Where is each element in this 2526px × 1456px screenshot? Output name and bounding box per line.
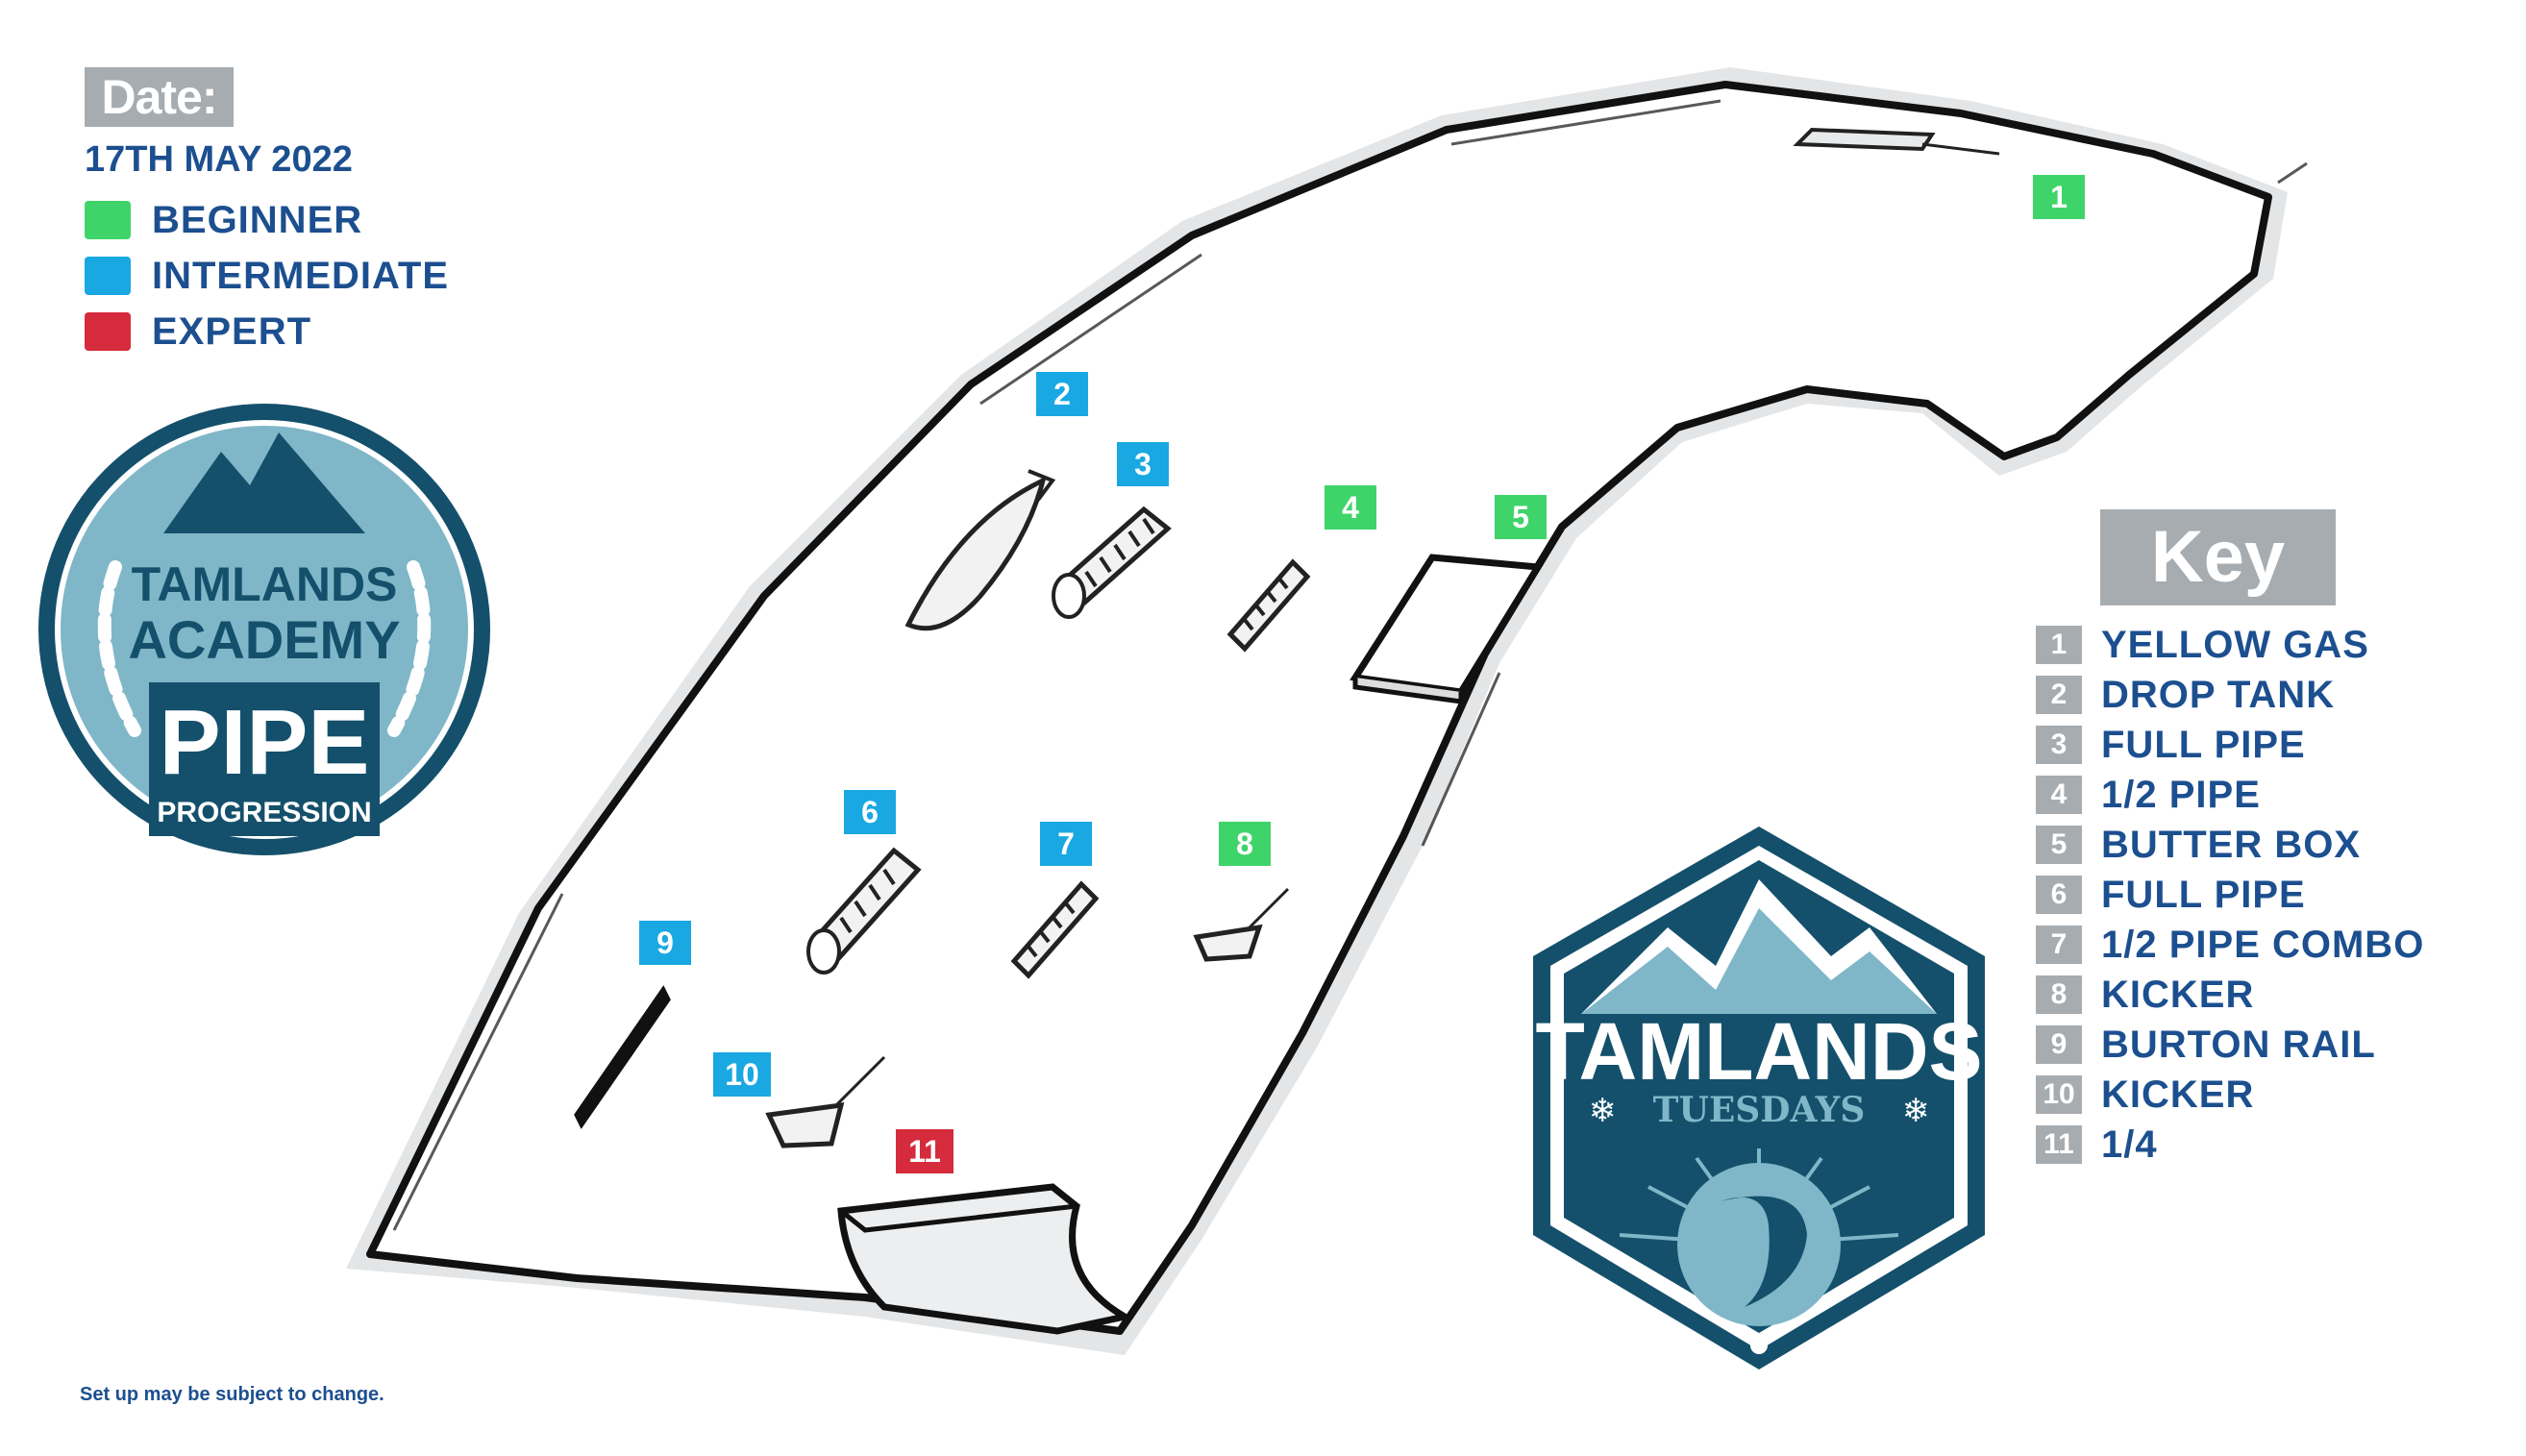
mountain-icon [163,432,365,533]
legend-label: EXPERT [152,309,312,353]
date-value: 17TH MAY 2022 [85,139,353,180]
key-item: 9 BURTON RAIL [2036,1020,2424,1070]
key-label: KICKER [2101,973,2255,1016]
intermediate-swatch [85,257,131,295]
key-label: 1/2 PIPE COMBO [2101,923,2425,966]
key-number: 7 [2036,925,2082,964]
key-item: 3 FULL PIPE [2036,720,2424,770]
legend-item-expert: EXPERT [85,304,449,359]
key-label: DROP TANK [2101,673,2336,716]
legend-item-intermediate: INTERMEDIATE [85,248,449,304]
marker-8[interactable]: 8 [1219,822,1271,866]
key-number: 9 [2036,1025,2082,1064]
snowflake-icon: ❄ [1902,1093,1930,1129]
academy-line1: TAMLANDS [132,557,398,611]
marker-2[interactable]: 2 [1036,372,1088,416]
marker-6[interactable]: 6 [844,790,896,834]
key-item: 11 1/4 [2036,1120,2424,1170]
key-number: 11 [2036,1125,2082,1164]
laurel-icon [97,560,432,737]
marker-10[interactable]: 10 [713,1052,771,1097]
footnote: Set up may be subject to change. [80,1384,384,1405]
marker-11[interactable]: 11 [896,1129,953,1173]
key-label: YELLOW GAS [2101,623,2369,666]
key-item: 5 BUTTER BOX [2036,820,2424,870]
academy-line3: PIPE [160,691,370,794]
pipe-icon [1052,506,1172,619]
key-number: 10 [2036,1075,2082,1114]
key-item: 8 KICKER [2036,970,2424,1020]
key-label: 1/4 [2101,1123,2158,1166]
date-label: Date: [85,67,234,127]
tuesdays-line2: TUESDAYS [1653,1090,1866,1130]
expert-swatch [85,312,131,351]
rail-icon [574,985,671,1129]
key-number: 5 [2036,826,2082,864]
key-item: 10 KICKER [2036,1070,2424,1120]
pipe-icon [806,847,922,975]
key-number: 6 [2036,876,2082,914]
quarter-pipe-icon [837,1183,1134,1335]
key-item: 7 1/2 PIPE COMBO [2036,920,2424,970]
drop-tank-icon [904,469,1056,631]
marker-4[interactable]: 4 [1325,485,1376,530]
academy-line2: ACADEMY [128,609,400,670]
key-number: 4 [2036,776,2082,814]
key-label: FULL PIPE [2101,873,2306,916]
box-icon [1350,554,1544,704]
tuesdays-badge: TAMLANDS TUESDAYS ❄ ❄ [1533,827,1985,1370]
snowflake-icon: ❄ [1589,1093,1617,1129]
key-number: 3 [2036,726,2082,764]
beginner-swatch [85,201,131,239]
slope-surface [366,81,2272,1335]
key-title: Key [2100,509,2336,605]
marker-5[interactable]: 5 [1495,495,1547,539]
key-item: 4 1/2 PIPE [2036,770,2424,820]
legend-label: INTERMEDIATE [152,254,450,297]
marker-9[interactable]: 9 [639,921,691,965]
kicker-icon [765,1055,886,1148]
marker-1[interactable]: 1 [2033,175,2085,219]
key-label: BURTON RAIL [2101,1023,2376,1066]
pipe-icon [1226,558,1311,653]
key-number: 2 [2036,676,2082,714]
legend-item-beginner: BEGINNER [85,192,449,248]
legend-label: BEGINNER [152,198,363,241]
difficulty-legend: BEGINNER INTERMEDIATE EXPERT [85,192,449,359]
key-label: KICKER [2101,1073,2255,1116]
key-item: 1 YELLOW GAS [2036,620,2424,670]
academy-badge: TAMLANDS ACADEMY PIPE PROGRESSION [38,404,490,855]
key-item: 6 FULL PIPE [2036,870,2424,920]
marker-3[interactable]: 3 [1117,442,1169,486]
marker-7[interactable]: 7 [1040,822,1092,866]
key-label: 1/2 PIPE [2101,773,2261,816]
key-number: 8 [2036,975,2082,1014]
kicker-icon [1193,887,1290,962]
key-number: 1 [2036,626,2082,664]
key-label: FULL PIPE [2101,723,2306,766]
key-label: BUTTER BOX [2101,823,2361,866]
tuesdays-line1: TAMLANDS [1535,1006,1982,1097]
academy-line4: PROGRESSION [157,797,371,828]
feature-1-yellow-gas [1793,127,2000,156]
slope-sketch-lines [392,99,2308,1231]
key-item: 2 DROP TANK [2036,670,2424,720]
pipe-icon [1010,880,1100,979]
